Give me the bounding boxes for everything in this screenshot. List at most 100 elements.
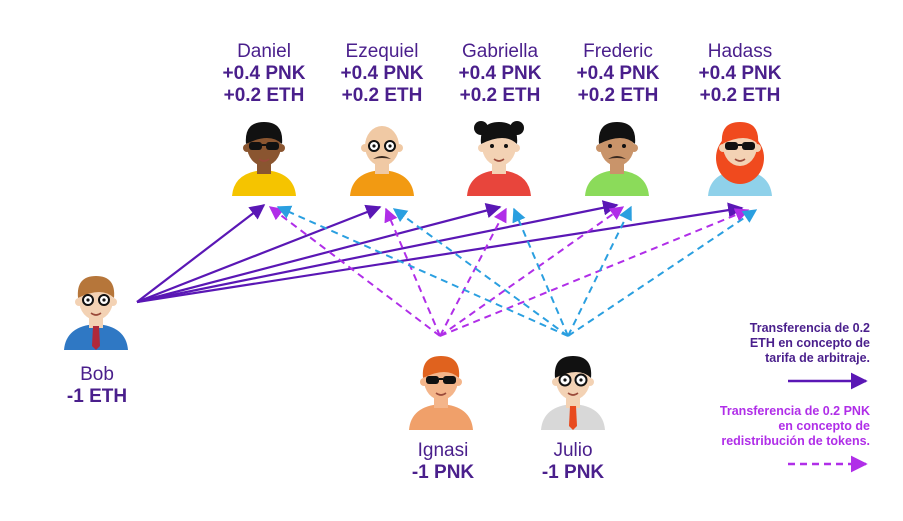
avatar-mouth [435, 392, 447, 396]
legend-eth-line: Transferencia de 0.2 [749, 321, 870, 335]
avatar-hair [422, 356, 460, 378]
legend-eth-text: Transferencia de 0.2 ETH en concepto de … [640, 321, 870, 366]
loser-label-ignasi: Ignasi -1 PNK [398, 440, 488, 484]
avatar-ezequiel [350, 126, 414, 196]
legend-eth-line: ETH en concepto de [749, 336, 870, 350]
payer-amount: -1 ETH [66, 386, 128, 407]
juror-pnk-gain: +0.4 PNK [222, 63, 306, 84]
avatar-hair [721, 122, 759, 144]
legend-eth-line: tarifa de arbitraje. [765, 351, 870, 365]
legend-pnk-line: en concepto de [778, 419, 870, 433]
sunglasses-lens [426, 376, 439, 384]
avatar-ignasi [409, 356, 473, 430]
sunglasses-lens [249, 142, 262, 150]
loser-label-julio: Julio -1 PNK [528, 440, 618, 484]
avatar-ear [586, 378, 594, 386]
pnk-arrow-julio-to-gabriella [512, 207, 569, 337]
avatar-eye [608, 144, 612, 148]
loser-amount: -1 PNK [411, 462, 475, 483]
avatar-mouth [493, 158, 505, 162]
avatar-shirt [467, 170, 531, 196]
avatar-hair [598, 122, 636, 144]
pnk-arrow-ignasi-to-hadass [439, 208, 750, 337]
juror-name: Daniel [237, 41, 291, 62]
avatar-ear [395, 144, 403, 152]
avatar-frederic [585, 122, 649, 196]
avatar-tie [92, 326, 100, 350]
avatar-mustache [608, 156, 626, 159]
loser-name: Ignasi [417, 440, 469, 461]
avatar-hadass [708, 122, 772, 196]
eth-arrow-bob-to-daniel [136, 204, 266, 303]
avatar-shirt [409, 404, 473, 430]
avatar-eye [504, 144, 508, 148]
juror-pnk-gain: +0.4 PNK [458, 63, 542, 84]
avatar-shirt [350, 170, 414, 196]
avatar-ear [109, 298, 117, 306]
avatar-eye [490, 144, 494, 148]
juror-eth-gain: +0.2 ETH [341, 85, 423, 106]
avatar-bob [64, 276, 128, 350]
avatar-hair [77, 276, 115, 298]
sunglasses-lens [266, 142, 279, 150]
sunglasses-lens [443, 376, 456, 384]
avatar-ear [630, 144, 638, 152]
legend-pnk-line: Transferencia de 0.2 PNK [719, 404, 870, 418]
avatar-eye [372, 144, 376, 148]
avatars [64, 121, 772, 430]
payer-name: Bob [80, 364, 114, 385]
avatar-hair [554, 356, 592, 378]
eth-arrow-bob-to-frederic [136, 200, 619, 304]
avatar-ear [75, 298, 83, 306]
avatar-daniel [232, 122, 296, 196]
pnk-arrow-ignasi-to-ezequiel [384, 207, 441, 337]
avatar-eye [563, 378, 567, 382]
juror-name: Gabriella [461, 41, 539, 62]
juror-pnk-gain: +0.4 PNK [698, 63, 782, 84]
juror-label-daniel: Daniel +0.4 PNK +0.2 ETH [214, 41, 314, 107]
juror-eth-gain: +0.2 ETH [459, 85, 541, 106]
avatar-tie [569, 406, 577, 430]
juror-pnk-gain: +0.4 PNK [576, 63, 660, 84]
avatar-ear [552, 378, 560, 386]
juror-name: Hadass [707, 41, 773, 62]
avatar-head [365, 126, 399, 166]
pnk-arrow-ignasi-to-frederic [439, 206, 625, 337]
juror-name: Ezequiel [345, 41, 419, 62]
avatar-ear [512, 144, 520, 152]
avatar-mouth [734, 158, 746, 162]
avatar-eye [579, 378, 583, 382]
juror-eth-gain: +0.2 ETH [577, 85, 659, 106]
payer-label-bob: Bob -1 ETH [52, 364, 142, 408]
sunglasses-lens [725, 142, 738, 150]
avatar-shirt [232, 170, 296, 196]
avatar-ear [478, 144, 486, 152]
avatar-hair-bun [474, 121, 488, 135]
pnk-arrow-julio-to-ezequiel [392, 208, 569, 337]
loser-name: Julio [553, 440, 593, 461]
avatar-shirt [585, 170, 649, 196]
avatar-mouth [90, 312, 102, 316]
eth-arrow-bob-to-ezequiel [136, 204, 382, 304]
avatar-mustache [373, 156, 391, 159]
legend-pnk-line: redistribución de tokens. [721, 434, 870, 448]
eth-arrow-bob-to-gabriella [136, 203, 502, 304]
avatar-hair [480, 122, 518, 144]
sunglasses-lens [742, 142, 755, 150]
loser-amount: -1 PNK [541, 462, 605, 483]
avatar-eye [102, 298, 106, 302]
avatar-hair-bun [510, 121, 524, 135]
juror-name: Frederic [583, 41, 653, 62]
juror-label-hadass: Hadass +0.4 PNK +0.2 ETH [690, 41, 790, 107]
legend-arrows [788, 372, 868, 473]
pnk-arrow-julio-to-hadass [567, 209, 758, 337]
transfer-arrows [136, 200, 758, 337]
avatar-julio [541, 356, 605, 430]
avatar-ear [361, 144, 369, 152]
juror-eth-gain: +0.2 ETH [699, 85, 781, 106]
avatar-eye [388, 144, 392, 148]
avatar-gabriella [467, 121, 531, 196]
pnk-arrow-ignasi-to-gabriella [439, 207, 507, 337]
